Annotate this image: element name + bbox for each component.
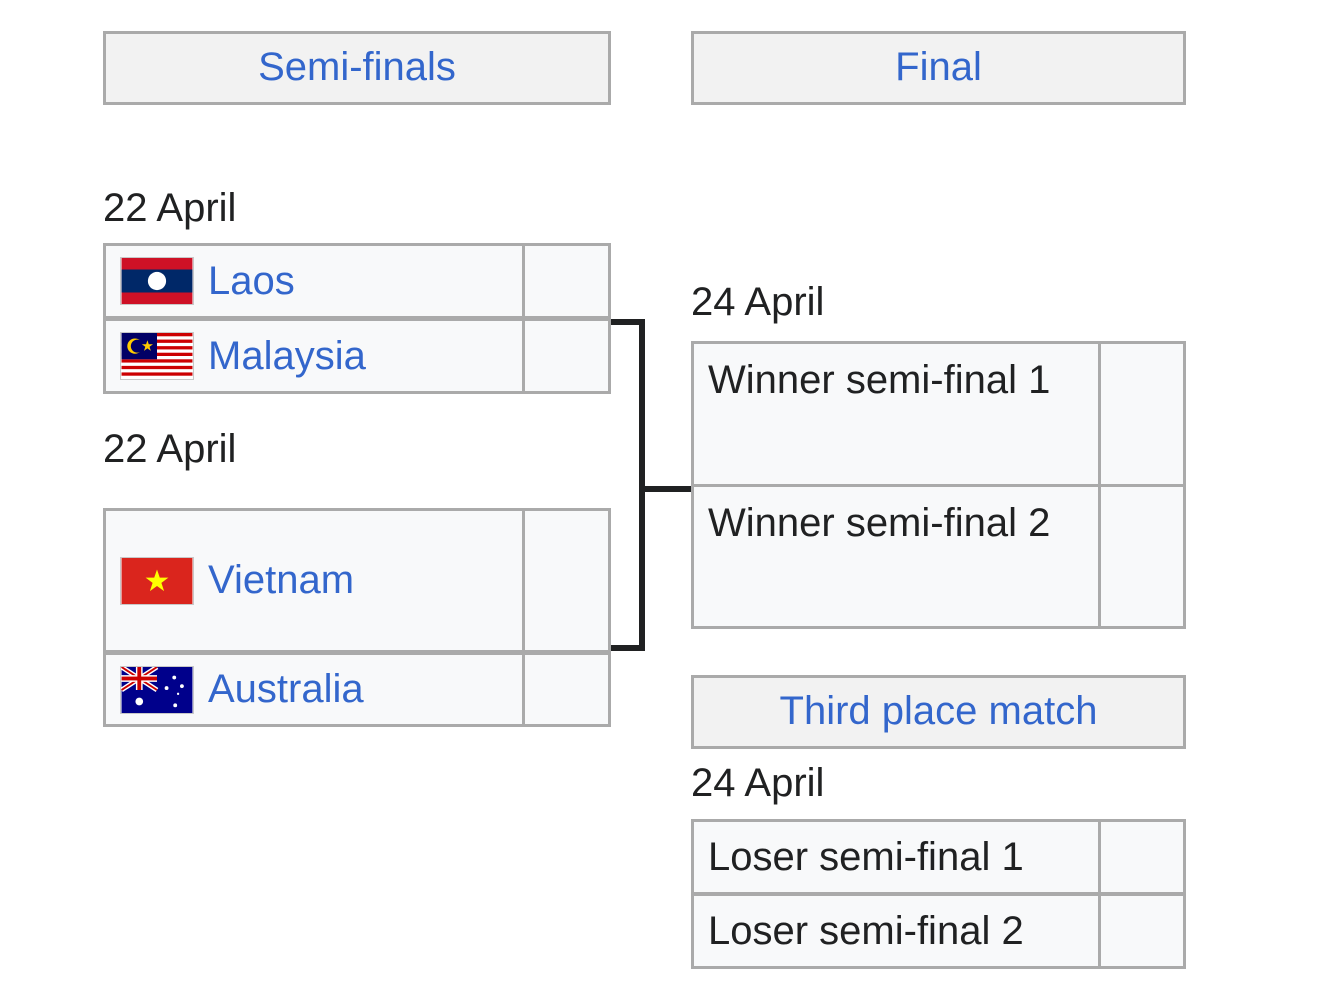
third-place-score-1: [1098, 819, 1186, 895]
third-place-team-2: Loser semi-final 2: [691, 893, 1101, 969]
team-name-australia[interactable]: Australia: [208, 667, 364, 711]
final-score-1: [1098, 341, 1186, 487]
final-score-2: [1098, 484, 1186, 629]
score-vietnam: [522, 508, 611, 653]
score-laos: [522, 243, 611, 319]
final-team-1: Winner semi-final 1: [691, 341, 1101, 487]
score-australia: [522, 652, 611, 727]
final-date: 24 April: [691, 280, 825, 324]
team-malaysia[interactable]: Malaysia: [103, 318, 525, 394]
third-place-score-2: [1098, 893, 1186, 969]
final-header[interactable]: Final: [691, 31, 1186, 105]
third-place-header[interactable]: Third place match: [691, 675, 1186, 749]
australia-flag-icon: [120, 665, 194, 714]
bracket-connector-vertical: [639, 319, 645, 651]
laos-flag-icon: [120, 257, 194, 305]
team-name-laos[interactable]: Laos: [208, 258, 295, 303]
bracket-connector-to-final: [639, 486, 691, 492]
team-vietnam[interactable]: Vietnam: [103, 508, 525, 653]
semi-finals-header[interactable]: Semi-finals: [103, 31, 611, 105]
semi-final-1-date: 22 April: [103, 186, 237, 230]
vietnam-flag-icon: [120, 556, 194, 605]
bracket-connector-bottom: [611, 645, 645, 651]
team-name-malaysia[interactable]: Malaysia: [208, 333, 366, 378]
team-name-vietnam[interactable]: Vietnam: [208, 558, 355, 602]
team-australia[interactable]: Australia: [103, 652, 525, 727]
score-malaysia: [522, 318, 611, 394]
third-place-date: 24 April: [691, 761, 825, 805]
malaysia-flag-icon: [120, 332, 194, 380]
semi-final-2-date: 22 April: [103, 427, 237, 471]
team-laos[interactable]: Laos: [103, 243, 525, 319]
third-place-team-1: Loser semi-final 1: [691, 819, 1101, 895]
final-team-2: Winner semi-final 2: [691, 484, 1101, 629]
bracket-connector-top: [611, 319, 645, 325]
